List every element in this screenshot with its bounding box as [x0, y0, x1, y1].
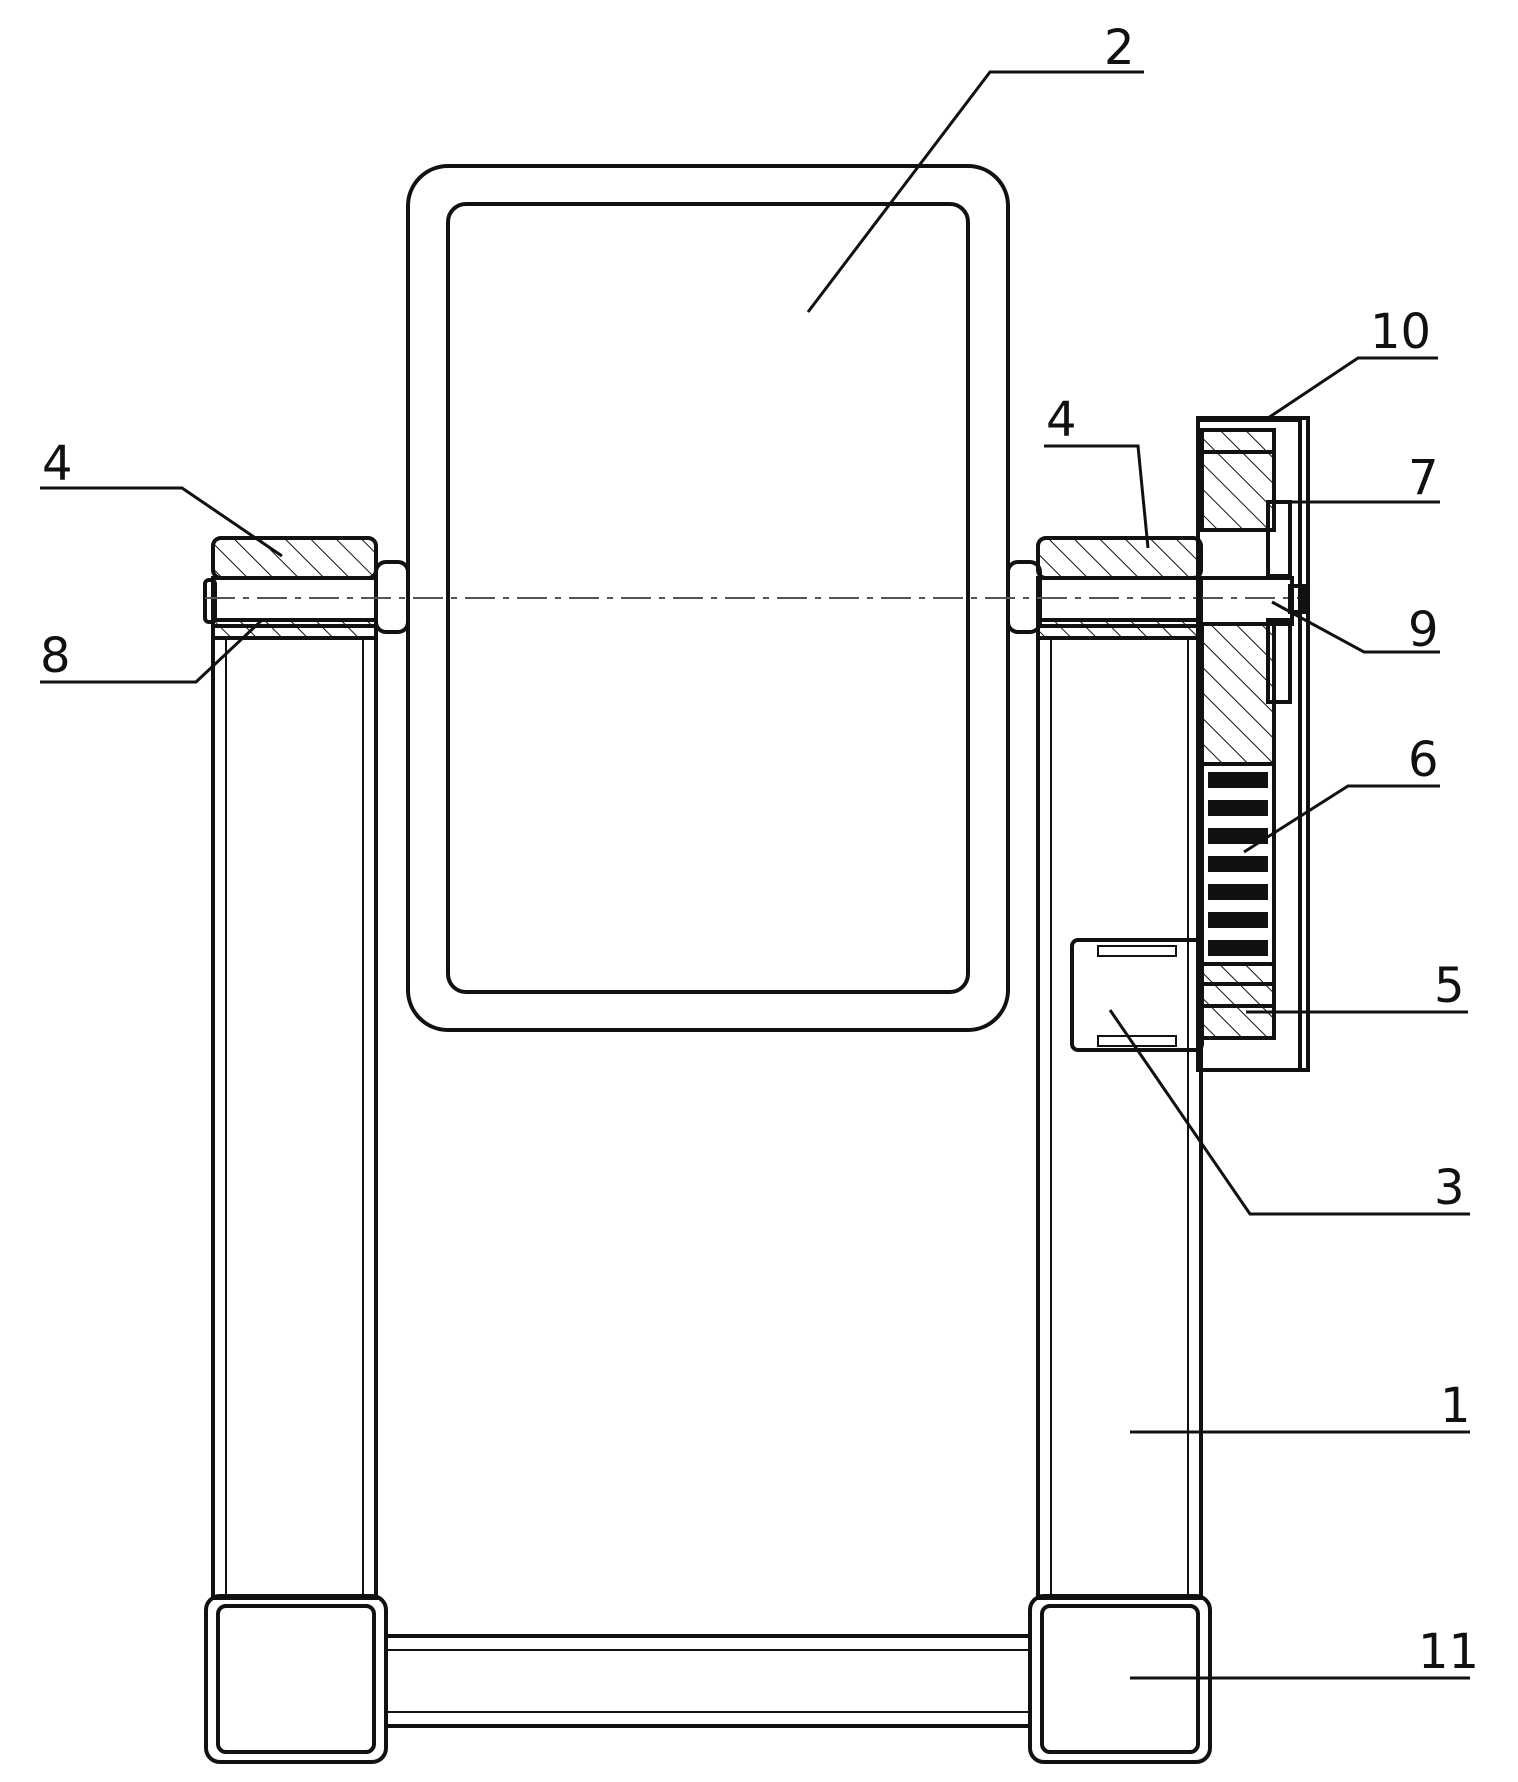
ref-label-shaft: 9 [1408, 602, 1439, 658]
ref-label-large-gear: 7 [1408, 450, 1439, 506]
left-column [211, 636, 378, 1600]
leader-lines [40, 70, 1470, 1680]
ref-label-bearing-left: 4 [42, 436, 73, 492]
ref-label-base: 11 [1418, 1624, 1479, 1680]
left-bearing [203, 536, 410, 640]
belt [1200, 762, 1276, 966]
ref-label-bearing-right: 4 [1046, 392, 1077, 448]
ref-label-motor: 3 [1434, 1160, 1465, 1216]
right-bearing [1006, 536, 1203, 640]
ref-label-cover: 10 [1370, 304, 1431, 360]
motor [1070, 938, 1204, 1052]
large-gear [1198, 428, 1306, 766]
ref-label-frame: 1 [1440, 1378, 1471, 1434]
small-gear [1200, 962, 1276, 1040]
mirror [406, 164, 1010, 1032]
ref-label-small-gear: 5 [1434, 958, 1465, 1014]
right-column [1036, 636, 1203, 1600]
base [204, 1594, 1212, 1764]
ref-label-mirror: 2 [1104, 20, 1135, 76]
ref-label-bushing: 8 [40, 628, 71, 684]
gear-cover [1196, 416, 1310, 1072]
ref-label-belt: 6 [1408, 732, 1439, 788]
